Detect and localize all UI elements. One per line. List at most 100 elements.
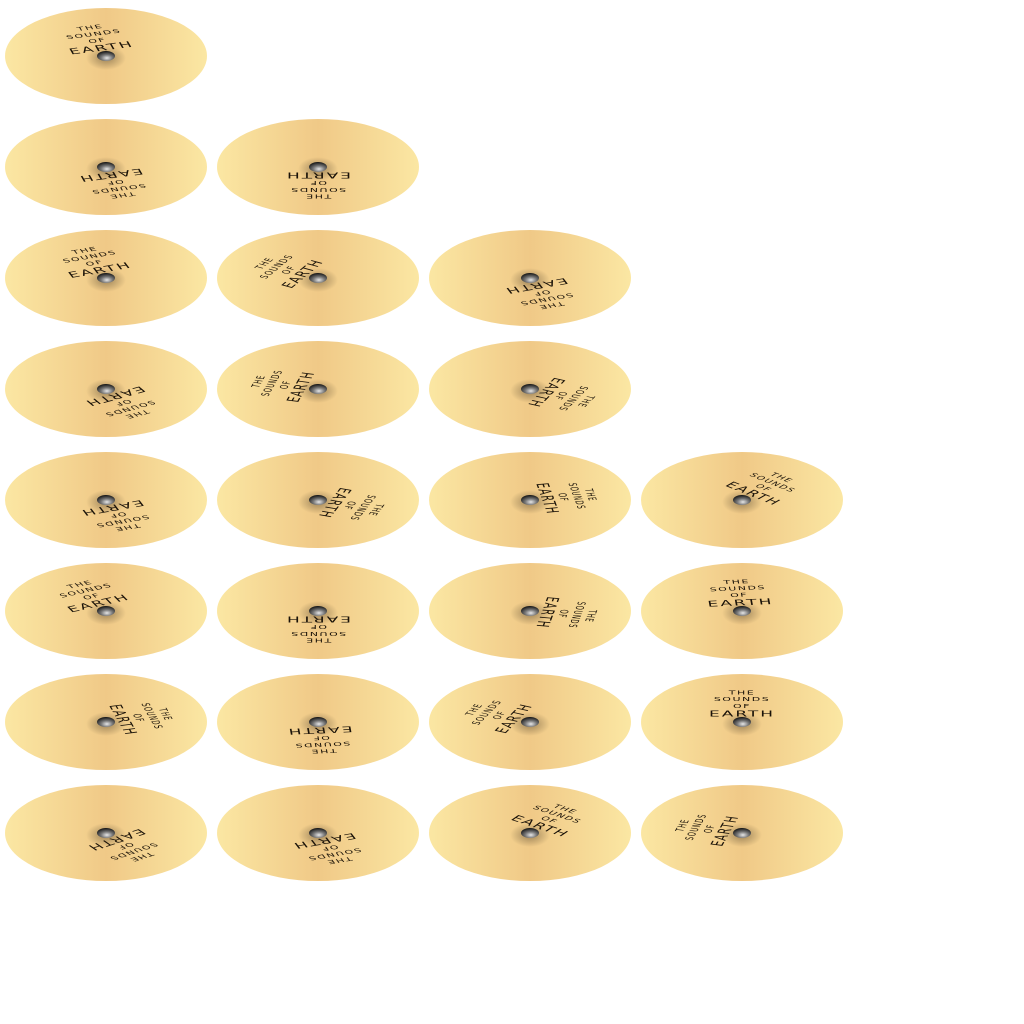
label-line3: OF xyxy=(550,390,569,400)
label-line1: THE xyxy=(581,609,598,623)
label-line3: OF xyxy=(531,288,552,297)
spindle-hole xyxy=(733,495,751,505)
spindle-hole xyxy=(309,717,327,727)
spindle-hole xyxy=(521,384,539,394)
label-line1: THE xyxy=(722,579,751,586)
spindle-hole xyxy=(97,273,115,283)
label-line3: OF xyxy=(280,265,300,275)
label-line2: SOUNDS xyxy=(709,585,766,593)
label-line1: THE xyxy=(122,408,152,420)
label-line3: OF xyxy=(107,510,128,519)
spindle-hole xyxy=(733,717,751,727)
label-line1: THE xyxy=(727,690,755,696)
label-line1: THE xyxy=(69,246,99,256)
label-line1: THE xyxy=(75,24,105,33)
spindle-hole xyxy=(521,606,539,616)
label-line4: EARTH xyxy=(709,710,775,719)
label-line3: OF xyxy=(309,623,327,629)
label-line3: OF xyxy=(104,178,125,186)
spindle-hole xyxy=(97,828,115,838)
label-line4: EARTH xyxy=(285,614,351,623)
label-line3: OF xyxy=(733,704,751,710)
spindle-hole xyxy=(309,828,327,838)
label-line2: SOUNDS xyxy=(290,630,346,636)
spindle-hole xyxy=(309,273,327,283)
label-line3: OF xyxy=(111,398,133,408)
spindle-hole xyxy=(97,384,115,394)
spindle-hole xyxy=(97,495,115,505)
spindle-hole xyxy=(97,717,115,727)
label-line3: OF xyxy=(340,500,358,510)
label-line1: THE xyxy=(112,522,142,532)
label-line4: EARTH xyxy=(285,170,351,179)
label-line3: OF xyxy=(311,734,330,741)
spindle-hole xyxy=(733,828,751,838)
spindle-hole xyxy=(521,273,539,283)
label-line1: THE xyxy=(536,300,566,310)
label-line4: EARTH xyxy=(286,724,353,736)
spindle-hole xyxy=(97,51,115,61)
label-line3: OF xyxy=(84,259,105,268)
spindle-hole xyxy=(97,606,115,616)
label-line1: THE xyxy=(324,855,354,865)
label-line3: OF xyxy=(752,483,774,493)
label-line1: THE xyxy=(107,190,137,199)
spindle-hole xyxy=(309,162,327,172)
spindle-hole xyxy=(521,495,539,505)
label-line3: OF xyxy=(129,713,146,723)
label-line4: EARTH xyxy=(707,597,774,609)
label-line3: OF xyxy=(278,380,295,390)
label-line3: OF xyxy=(702,824,719,834)
spindle-hole xyxy=(309,606,327,616)
label-line3: OF xyxy=(554,609,570,618)
spindle-hole xyxy=(521,717,539,727)
spindle-hole xyxy=(97,162,115,172)
label-line1: THE xyxy=(305,193,333,199)
label-line3: OF xyxy=(491,710,510,720)
label-line3: OF xyxy=(730,592,749,599)
spindle-hole xyxy=(309,384,327,394)
label-line3: OF xyxy=(114,841,136,851)
label-line1: THE xyxy=(310,747,339,754)
label-line1: THE xyxy=(305,637,333,643)
label-line3: OF xyxy=(309,179,327,185)
label-line3: OF xyxy=(87,37,108,45)
label-line3: OF xyxy=(538,815,560,825)
label-line2: SOUNDS xyxy=(290,186,346,192)
label-line1: THE xyxy=(581,488,598,502)
disc-layer: THESOUNDSOFEARTHTHESOUNDSOFEARTHTHESOUND… xyxy=(5,8,843,881)
spindle-hole xyxy=(309,495,327,505)
label-line2: SOUNDS xyxy=(293,740,350,748)
spindle-hole xyxy=(733,606,751,616)
label-line3: OF xyxy=(81,592,103,601)
